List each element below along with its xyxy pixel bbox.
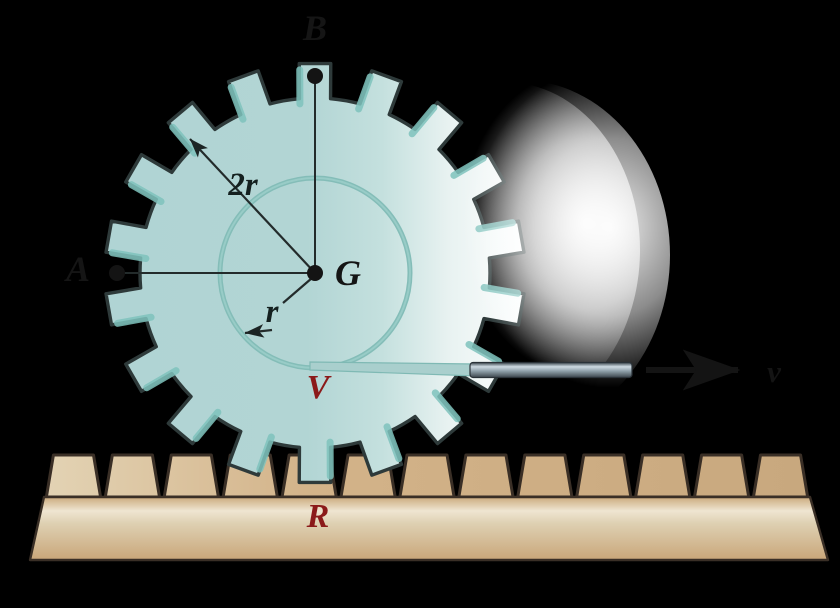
gear-tooth-bevel	[108, 249, 150, 262]
gear-assembly: V	[104, 61, 670, 485]
point-g-dot	[307, 265, 323, 281]
point-b-dot	[307, 68, 323, 84]
rack-label: R	[306, 498, 330, 535]
point-g-label: G	[335, 253, 361, 293]
rack-assembly: R	[28, 453, 830, 562]
point-a-label: A	[64, 249, 90, 289]
annotations: 2r r A B G	[64, 8, 361, 338]
velocity-group: v	[309, 349, 782, 391]
point-b-label: B	[302, 8, 327, 48]
shaft	[469, 361, 633, 379]
point-a-dot	[109, 265, 125, 281]
gear-tooth-bevel	[256, 433, 275, 473]
gear-tooth-bevel	[227, 83, 247, 123]
dimension-r-leader-a	[282, 277, 313, 304]
gear-tooth-bevel	[143, 367, 180, 392]
gear-label: V	[307, 369, 332, 406]
gear-tooth-bevel	[383, 423, 403, 463]
dimension-r-leader-b	[244, 324, 273, 338]
gear-tooth-bevel	[431, 389, 461, 423]
rack-base	[28, 495, 830, 562]
gear-tooth-bevel	[192, 408, 222, 442]
velocity-label: v	[767, 354, 782, 389]
gear-highlight-overlay	[370, 82, 640, 418]
dimension-r-label: r	[266, 294, 280, 330]
dimension-2r-leader	[189, 138, 316, 274]
dimension-2r-label: 2r	[227, 167, 259, 203]
gear-tooth-bevel	[114, 313, 155, 327]
gear-tooth-bevel	[355, 73, 374, 113]
gear-tooth-bevel	[127, 181, 165, 206]
